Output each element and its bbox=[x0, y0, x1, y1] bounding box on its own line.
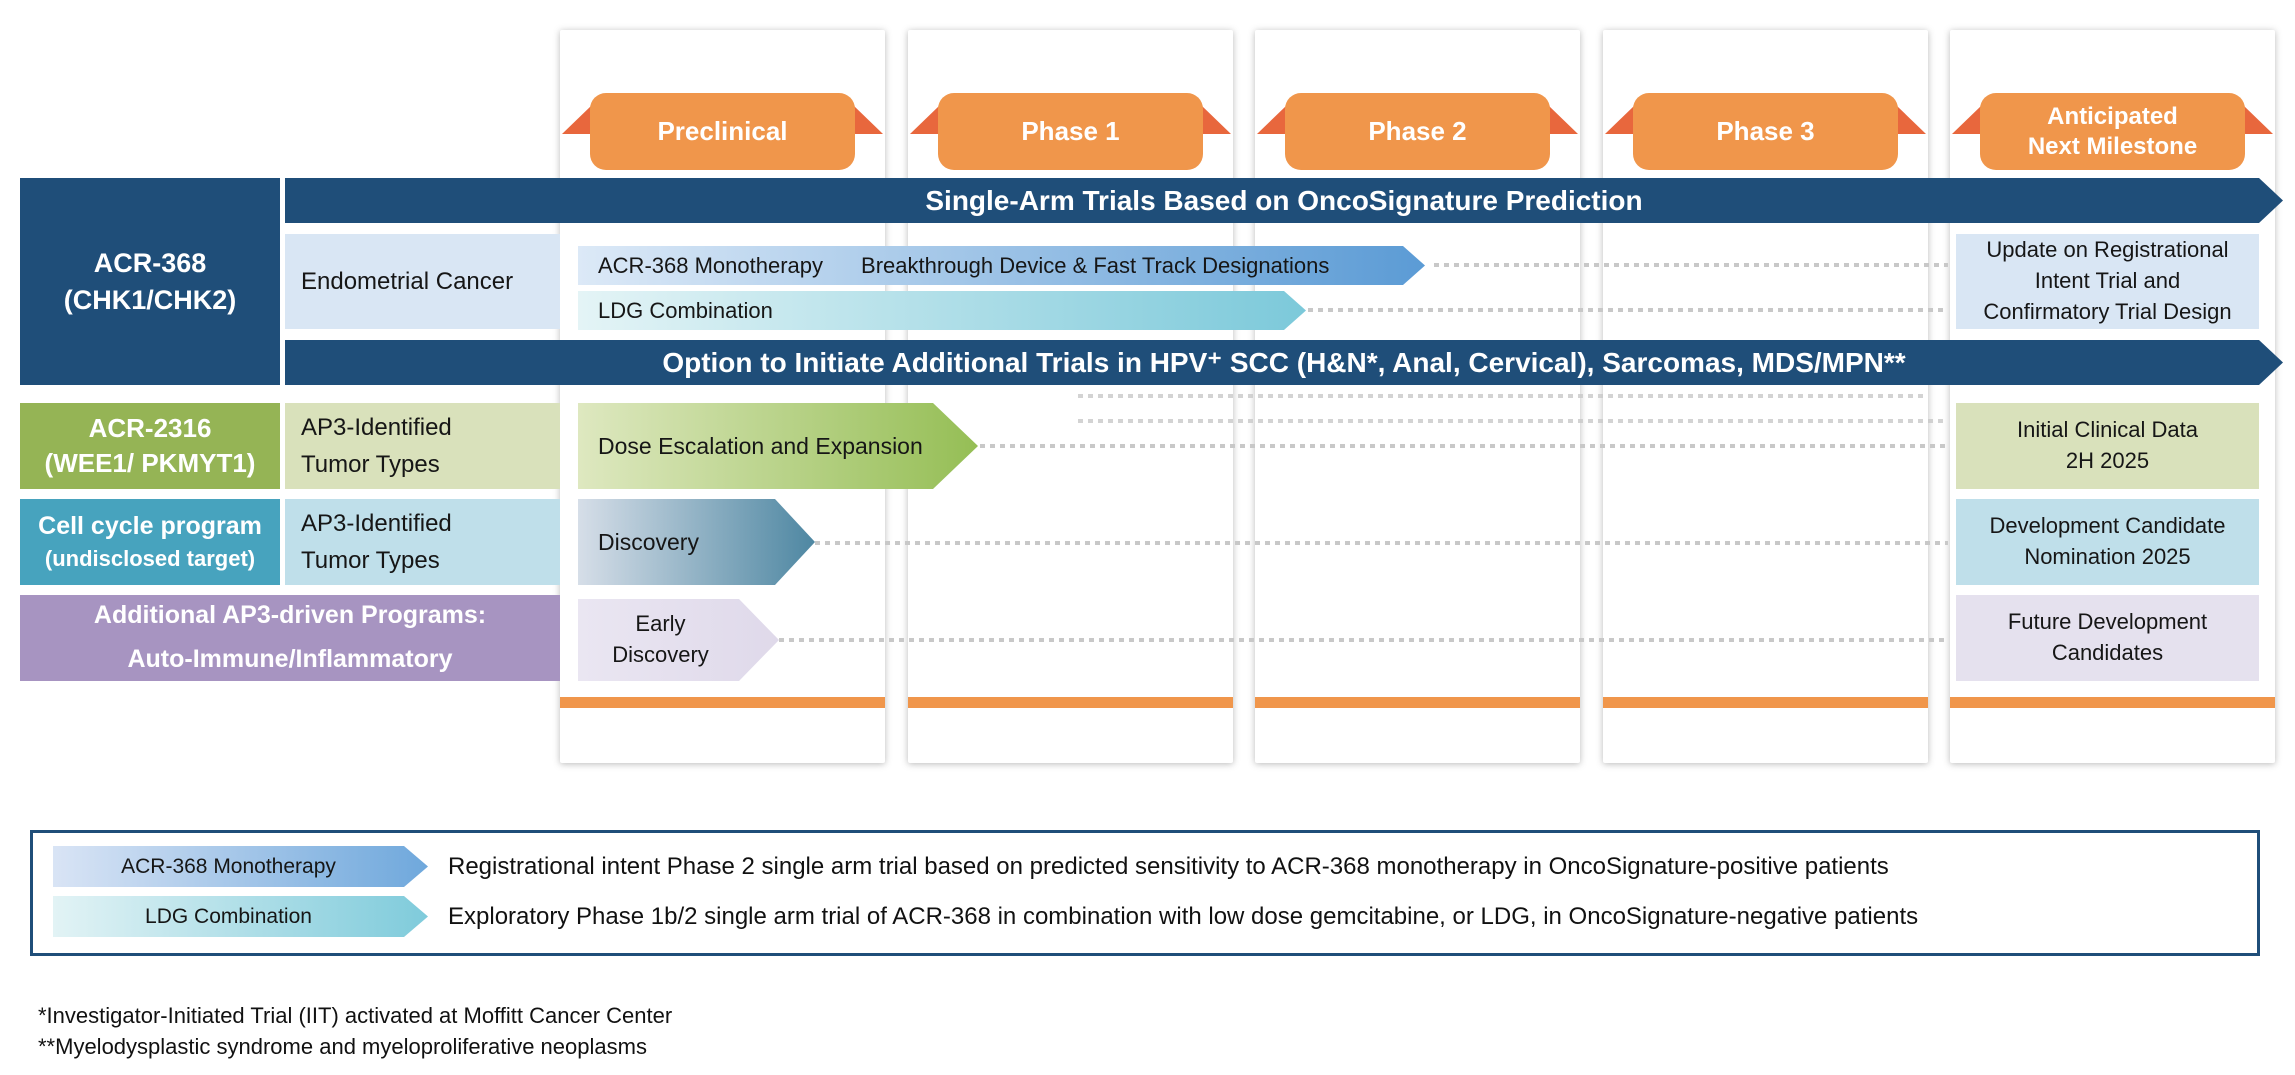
arrow-label: ACR-368 Monotherapy bbox=[598, 252, 824, 278]
program-area: Auto-Immune/Inflammatory bbox=[127, 645, 453, 673]
milestone-cell-cycle: Development Candidate Nomination 2025 bbox=[1956, 499, 2259, 585]
column-bottom-bar bbox=[1603, 697, 1928, 708]
phase-ribbon-label: Phase 1 bbox=[938, 93, 1203, 170]
arrow-acr368-monotherapy: ACR-368 Monotherapy Breakthrough Device … bbox=[578, 246, 1425, 285]
phase-ribbon-phase1: Phase 1 bbox=[910, 93, 1231, 170]
leader-dose-escalation bbox=[980, 444, 1948, 448]
footnote-mds-mpn: **Myelodysplastic syndrome and myeloprol… bbox=[38, 1034, 647, 1059]
ribbon-fold-right bbox=[1896, 105, 1926, 134]
arrow-label: LDG Combination bbox=[598, 297, 773, 323]
milestone-ap3: Future Development Candidates bbox=[1956, 595, 2259, 681]
program-box-acr368: ACR-368 (CHK1/CHK2) bbox=[20, 178, 280, 385]
milestone-text: Initial Clinical Data 2H 2025 bbox=[2017, 417, 2198, 473]
ribbon-fold-left bbox=[1952, 105, 1982, 134]
indication-box-endometrial: Endometrial Cancer bbox=[285, 234, 560, 329]
legend-arrow-monotherapy: ACR-368 Monotherapy bbox=[53, 846, 428, 887]
leader-ldg bbox=[1308, 308, 1948, 312]
indication-text: Endometrial Cancer bbox=[301, 267, 514, 295]
legend-description-monotherapy: Registrational intent Phase 2 single arm… bbox=[448, 846, 1889, 887]
indication-text: AP3-Identified Tumor Types bbox=[301, 413, 452, 478]
arrow-discovery: Discovery bbox=[578, 499, 815, 585]
milestone-acr368: Update on Registrational Intent Trial an… bbox=[1956, 234, 2259, 329]
phase-ribbon-phase3: Phase 3 bbox=[1605, 93, 1926, 170]
footnote-iit: *Investigator-Initiated Trial (IIT) acti… bbox=[38, 1003, 673, 1028]
indication-text: AP3-Identified Tumor Types bbox=[301, 509, 452, 574]
ribbon-fold-right bbox=[1201, 105, 1231, 134]
ribbon-text: Anticipated bbox=[2047, 102, 2178, 130]
phase-ribbon-label: Anticipated Next Milestone bbox=[1980, 93, 2245, 170]
ribbon-text: Phase 1 bbox=[1021, 116, 1120, 147]
program-target: (CHK1/CHK2) bbox=[63, 284, 237, 315]
ribbon-fold-right bbox=[853, 105, 883, 134]
column-bottom-bar bbox=[560, 697, 885, 708]
column-bottom-bar bbox=[908, 697, 1233, 708]
arrow-designation-note: Breakthrough Device & Fast Track Designa… bbox=[861, 252, 1330, 278]
milestone-text: Update on Registrational Intent Trial an… bbox=[1983, 237, 2232, 324]
legend-box: ACR-368 Monotherapy Registrational inten… bbox=[30, 830, 2260, 956]
program-name: Additional AP3-driven Programs: bbox=[93, 601, 487, 630]
banner-single-arm-trials: Single-Arm Trials Based on OncoSignature… bbox=[285, 178, 2283, 223]
ribbon-text: Phase 3 bbox=[1716, 116, 1815, 147]
legend-description-text: Exploratory Phase 1b/2 single arm trial … bbox=[448, 902, 1919, 930]
ribbon-text: Phase 2 bbox=[1368, 116, 1467, 147]
arrow-label: Early Discovery bbox=[612, 611, 709, 667]
footnotes: *Investigator-Initiated Trial (IIT) acti… bbox=[38, 1000, 672, 1062]
leader-row2-upper bbox=[1078, 394, 1928, 398]
program-target: (undisclosed target) bbox=[44, 546, 256, 572]
banner-text: Single-Arm Trials Based on OncoSignature… bbox=[925, 184, 1643, 216]
phase-ribbon-phase2: Phase 2 bbox=[1257, 93, 1578, 170]
arrow-ldg-combination: LDG Combination bbox=[578, 291, 1306, 330]
indication-box-acr2316: AP3-Identified Tumor Types bbox=[285, 403, 560, 489]
banner-option-additional-trials: Option to Initiate Additional Trials in … bbox=[285, 340, 2283, 385]
phase-ribbon-label: Phase 2 bbox=[1285, 93, 1550, 170]
ribbon-fold-left bbox=[1257, 105, 1287, 134]
phase-ribbon-label: Phase 3 bbox=[1633, 93, 1898, 170]
ribbon-fold-right bbox=[2243, 105, 2273, 134]
program-name: ACR-2316 bbox=[88, 412, 212, 443]
ribbon-fold-left bbox=[562, 105, 592, 134]
banner-text: Option to Initiate Additional Trials in … bbox=[662, 347, 1906, 378]
leader-row2-mid bbox=[1078, 419, 1948, 423]
ribbon-fold-left bbox=[910, 105, 940, 134]
leader-early-discovery bbox=[779, 638, 1948, 642]
program-box-ap3-programs: Additional AP3-driven Programs: Auto-Imm… bbox=[20, 595, 560, 681]
leader-discovery bbox=[815, 541, 1948, 545]
arrow-label: Dose Escalation and Expansion bbox=[598, 432, 923, 459]
ribbon-text: Preclinical bbox=[657, 116, 788, 147]
program-box-cell-cycle: Cell cycle program (undisclosed target) bbox=[20, 499, 280, 585]
phase-ribbon-label: Preclinical bbox=[590, 93, 855, 170]
legend-description-ldg: Exploratory Phase 1b/2 single arm trial … bbox=[448, 896, 1918, 937]
phase-ribbon-preclinical: Preclinical bbox=[562, 93, 883, 170]
legend-arrow-ldg: LDG Combination bbox=[53, 896, 428, 937]
legend-arrow-label: LDG Combination bbox=[145, 904, 312, 928]
arrow-early-discovery: Early Discovery bbox=[578, 599, 779, 681]
ribbon-text-line2: Next Milestone bbox=[2027, 132, 2198, 160]
program-box-acr2316: ACR-2316 (WEE1/ PKMYT1) bbox=[20, 403, 280, 489]
phase-ribbon-milestone: Anticipated Next Milestone bbox=[1952, 93, 2273, 170]
program-name: Cell cycle program bbox=[38, 512, 262, 541]
program-name: ACR-368 bbox=[93, 248, 207, 279]
arrow-dose-escalation: Dose Escalation and Expansion bbox=[578, 403, 978, 489]
milestone-text: Future Development Candidates bbox=[2007, 609, 2208, 665]
milestone-text: Development Candidate Nomination 2025 bbox=[1989, 513, 2226, 569]
legend-arrow-label: ACR-368 Monotherapy bbox=[121, 854, 336, 878]
ribbon-fold-right bbox=[1548, 105, 1578, 134]
legend-description-text: Registrational intent Phase 2 single arm… bbox=[448, 852, 1889, 880]
arrow-label: Discovery bbox=[598, 528, 699, 555]
indication-box-cell-cycle: AP3-Identified Tumor Types bbox=[285, 499, 560, 585]
column-bottom-bar bbox=[1255, 697, 1580, 708]
ribbon-fold-left bbox=[1605, 105, 1635, 134]
program-target: (WEE1/ PKMYT1) bbox=[44, 448, 256, 478]
leader-monotherapy bbox=[1434, 263, 1948, 267]
milestone-acr2316: Initial Clinical Data 2H 2025 bbox=[1956, 403, 2259, 489]
column-bottom-bar bbox=[1950, 697, 2275, 708]
